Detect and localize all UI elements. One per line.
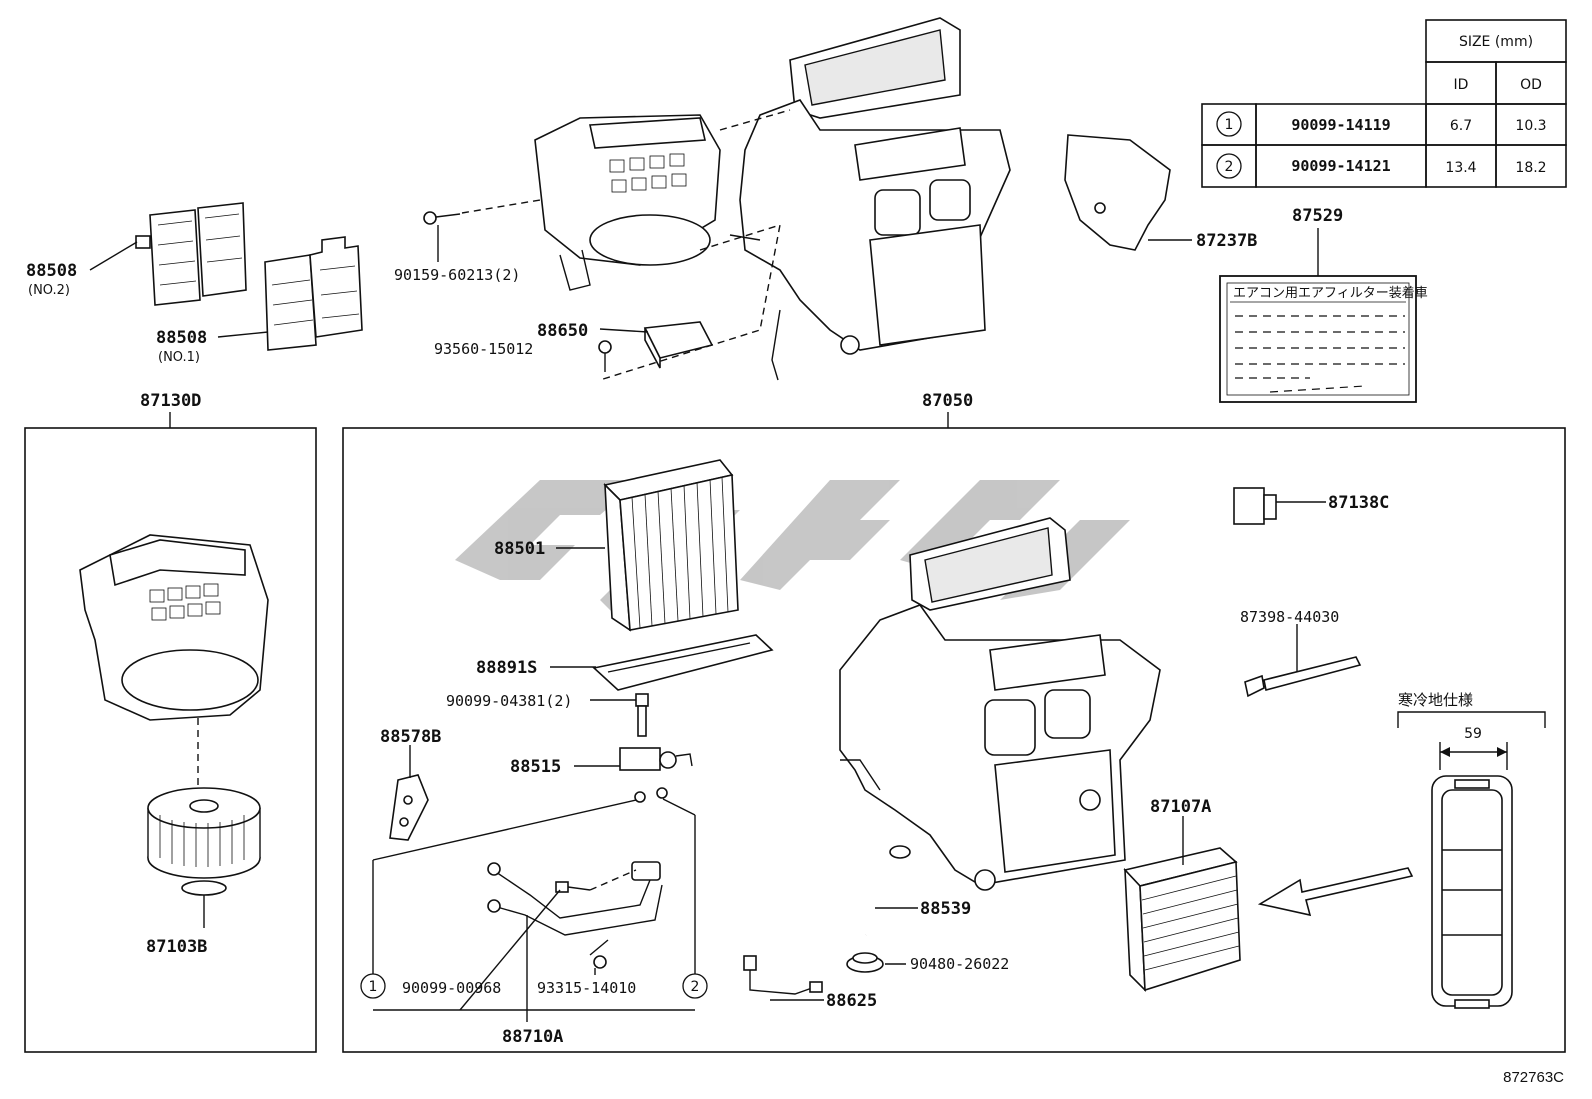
part-screw-90159[interactable] (423, 211, 461, 225)
label-87529: 87529 (1292, 206, 1343, 226)
label-87398-44030: 87398-44030 (1240, 608, 1339, 626)
label-88508-no2: 88508 (26, 261, 77, 281)
label-93560-15012: 93560-15012 (434, 340, 533, 358)
diagram-id: 872763C (1503, 1069, 1564, 1086)
label-88578b: 88578B (380, 727, 441, 747)
table-row-1-marker: 1 (1225, 117, 1234, 133)
part-87398-clamp[interactable] (1244, 656, 1362, 698)
part-88501-evaporator[interactable] (603, 459, 739, 632)
label-87138c: 87138C (1328, 493, 1389, 513)
label-88539: 88539 (920, 899, 971, 919)
label-87107a: 87107A (1150, 797, 1211, 817)
size-table: SIZE (mm) ID OD 1 90099-14119 6.7 10.3 2… (1201, 19, 1567, 188)
label-88508-no1: 88508 (156, 328, 207, 348)
label-88501: 88501 (494, 539, 545, 559)
part-bolt-93315-14010[interactable] (589, 939, 609, 969)
part-bolt-90099-04381[interactable] (635, 693, 649, 737)
label-87050: 87050 (922, 391, 973, 411)
part-screw-93560[interactable] (598, 340, 612, 372)
part-88508-no1[interactable] (264, 236, 363, 351)
label-90099-00968: 90099-00968 (402, 979, 501, 997)
part-87107a-heater-core[interactable] (1123, 847, 1241, 993)
label-90480-26022: 90480-26022 (910, 955, 1009, 973)
part-88650[interactable] (643, 321, 714, 369)
table-row-1-od: 10.3 (1515, 118, 1546, 134)
part-90480-grommet[interactable] (846, 952, 884, 973)
group-box-87130d (24, 427, 317, 1053)
callout-1: 1 (369, 979, 378, 995)
part-88625-sensor[interactable] (743, 955, 823, 995)
size-table-col-od: OD (1520, 77, 1542, 93)
label-87130d: 87130D (140, 391, 201, 411)
label-88891s: 88891S (476, 658, 537, 678)
label-87237b: 87237B (1196, 231, 1257, 251)
part-87138c[interactable] (1233, 487, 1277, 525)
group-box-87050 (342, 427, 1566, 1053)
part-88508-no2[interactable] (135, 202, 247, 306)
label-93315-14010: 93315-14010 (537, 979, 636, 997)
part-88891s[interactable] (592, 634, 774, 691)
table-row-1-part: 90099-14119 (1291, 116, 1390, 134)
label-88625: 88625 (826, 991, 877, 1011)
part-heater-case-top[interactable] (729, 17, 1011, 381)
direction-arrow (1257, 867, 1414, 917)
table-row-2-id: 13.4 (1445, 160, 1476, 176)
label-87103b: 87103B (146, 937, 207, 957)
label-88650: 88650 (537, 321, 588, 341)
label-90099-04381: 90099-04381(2) (446, 692, 572, 710)
part-87050-heater-case[interactable] (839, 517, 1161, 891)
label-dim-59: 59 (1464, 726, 1482, 742)
size-table-col-id: ID (1454, 77, 1469, 93)
part-bolt-90099-00968[interactable] (555, 881, 591, 893)
table-row-2-marker: 2 (1225, 159, 1234, 175)
label-88508-no1-note: (NO.1) (158, 350, 200, 365)
label-88508-no2-note: (NO.2) (28, 283, 70, 298)
table-row-1-id: 6.7 (1450, 118, 1472, 134)
callout-2: 2 (691, 979, 700, 995)
table-row-2-part: 90099-14121 (1291, 157, 1390, 175)
part-88578b-gasket[interactable] (389, 774, 429, 841)
table-row-2-od: 18.2 (1515, 160, 1546, 176)
part-88539-hose[interactable] (863, 845, 911, 936)
part-87103b-blower-motor[interactable] (147, 787, 261, 896)
label-88515: 88515 (510, 757, 561, 777)
size-table-header: SIZE (mm) (1459, 34, 1533, 50)
part-87237b[interactable] (1064, 134, 1171, 251)
part-88515-expansion-valve[interactable] (619, 747, 693, 771)
part-cold-spec-core[interactable] (1431, 775, 1513, 1009)
label-90159-60213: 90159-60213(2) (394, 266, 520, 284)
part-88710a-tube[interactable] (487, 861, 663, 936)
part-blower-case-lower[interactable] (79, 534, 269, 721)
label-cold-spec: 寒冷地仕様 (1398, 691, 1473, 709)
filter-card-title: エアコン用エアフィルター装着車 (1233, 285, 1428, 301)
part-87529-filter-label[interactable]: エアコン用エアフィルター装着車 (1219, 275, 1428, 403)
part-blower-case-upper[interactable] (534, 114, 721, 291)
label-88710a: 88710A (502, 1027, 563, 1047)
